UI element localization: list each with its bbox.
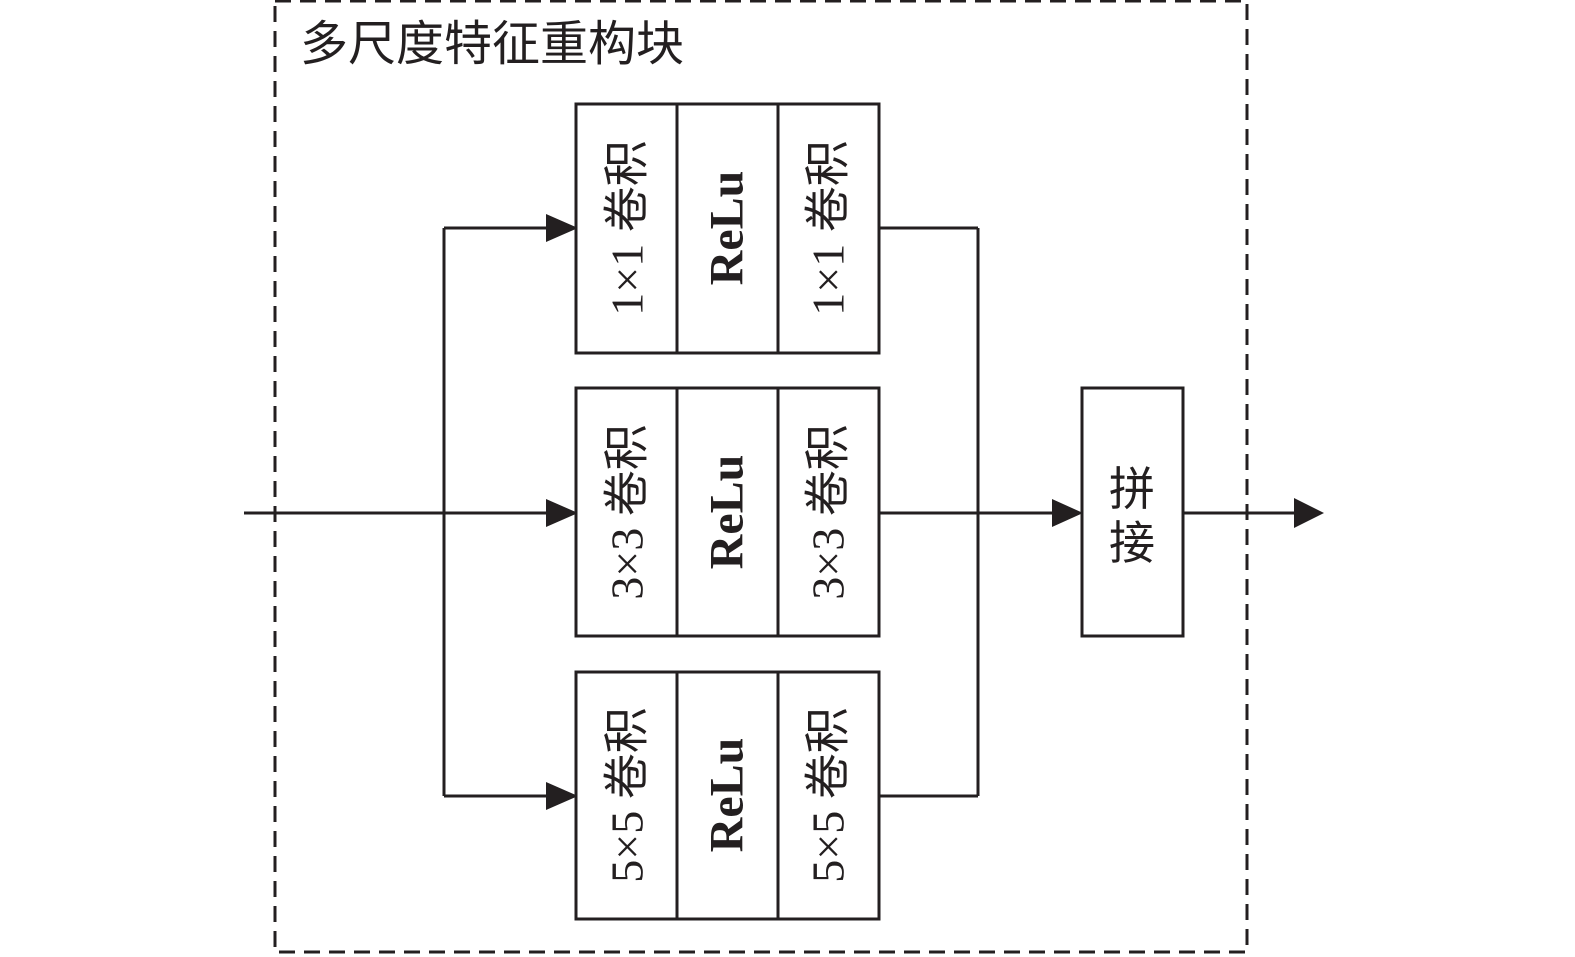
branch-3-first-conv-label: 5×5 卷积 <box>602 707 653 882</box>
branch-5x5: 5×5 卷积 ReLu 5×5 卷积 <box>574 670 881 921</box>
branch-1-first-conv-label: 1×1 卷积 <box>602 140 653 315</box>
branch-2-first-conv-box <box>574 386 679 638</box>
branch-1-second-conv-label: 1×1 卷积 <box>803 140 854 315</box>
branch-2-input-arrow <box>546 499 578 527</box>
branch-3-first-conv-box <box>574 670 679 921</box>
branch-3-input-arrow <box>546 782 578 810</box>
concat-label-line1: 拼 <box>1109 462 1155 516</box>
branch-3-second-conv-label: 5×5 卷积 <box>803 707 854 882</box>
branch-1-second-conv-box <box>776 102 881 355</box>
branch-3-relu-label: ReLu <box>701 738 754 853</box>
branch-2-second-conv-box <box>776 386 881 638</box>
module-frame <box>273 0 1249 954</box>
branch-3-second-conv-box <box>776 670 881 921</box>
branch-3-relu-box <box>675 670 780 921</box>
branch-1-first-conv-box <box>574 102 679 355</box>
branch-1x1: 1×1 卷积 ReLu 1×1 卷积 <box>574 102 881 355</box>
concat-input-arrow <box>1052 499 1083 527</box>
concat-label-line2: 接 <box>1109 516 1155 570</box>
branch-2-relu-box <box>675 386 780 638</box>
branch-2-second-conv-label: 3×3 卷积 <box>803 424 854 599</box>
branch-3x3: 3×3 卷积 ReLu 3×3 卷积 <box>574 386 881 638</box>
module-title: 多尺度特征重构块 <box>300 16 684 72</box>
branch-2-relu-label: ReLu <box>701 455 754 570</box>
concat-box <box>1080 386 1185 638</box>
output-arrow <box>1294 498 1324 528</box>
branch-1-relu-label: ReLu <box>701 171 754 286</box>
branch-2-first-conv-label: 3×3 卷积 <box>602 424 653 599</box>
branch-1-input-arrow <box>546 214 578 242</box>
